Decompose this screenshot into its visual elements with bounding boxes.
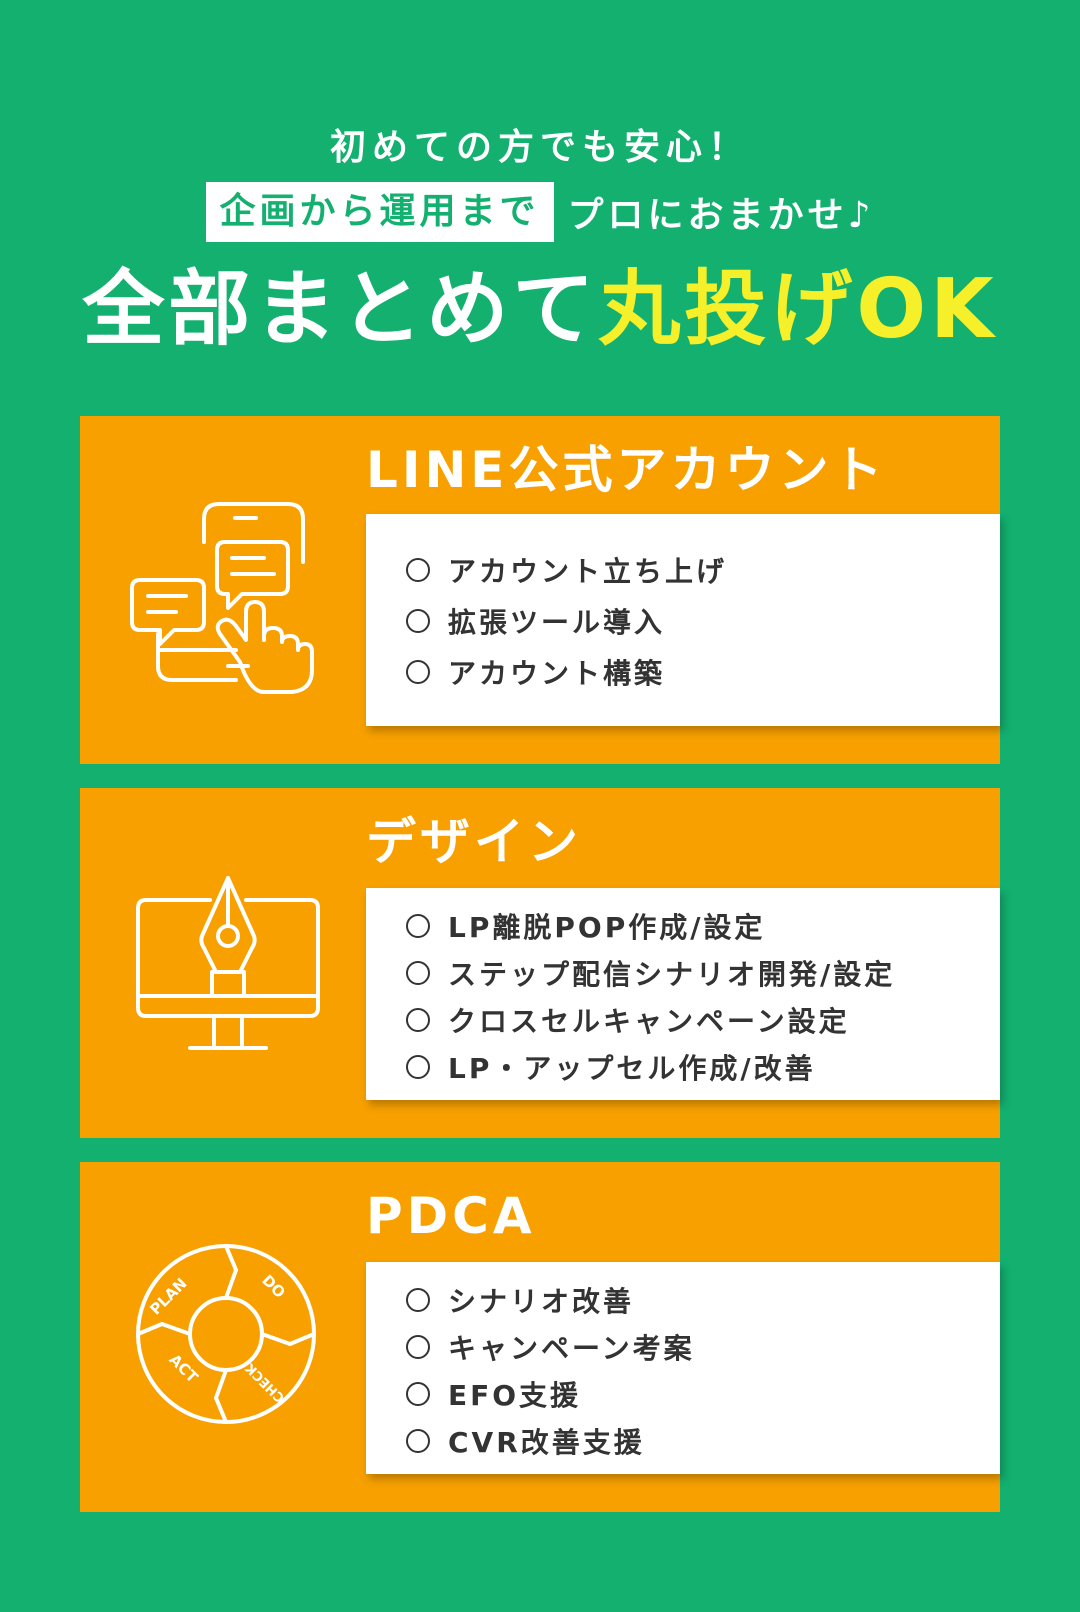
pdca-do-label: DO (258, 1271, 289, 1302)
circle-icon (406, 1287, 430, 1312)
circle-icon (406, 1428, 430, 1453)
intro-line-2: 企画から運用まで プロにおまかせ♪ (0, 182, 1080, 242)
circle-icon (406, 913, 430, 938)
list-item: LP・アップセル作成/改善 (406, 1043, 1000, 1090)
pdca-check-label: CHECK (242, 1359, 288, 1405)
monitor-pen-icon (136, 876, 320, 1050)
circle-icon (406, 659, 430, 684)
list-item: CVR改善支援 (406, 1417, 1000, 1464)
list-item: 拡張ツール導入 (406, 597, 1000, 644)
card-line-account: LINE公式アカウント アカウント立ち上げ 拡張ツール導入 アカウント構築 (80, 416, 1000, 764)
card-pdca: PDCA PLAN DO CHECK ACT シナリオ改善 キャンペーン考案 E… (80, 1162, 1000, 1512)
card-list: LP離脱POP作成/設定 ステップ配信シナリオ開発/設定 クロスセルキャンペーン… (366, 888, 1000, 1100)
list-item: キャンペーン考案 (406, 1323, 1000, 1370)
circle-icon (406, 608, 430, 633)
list-item: LP離脱POP作成/設定 (406, 902, 1000, 949)
list-item: ステップ配信シナリオ開発/設定 (406, 949, 1000, 996)
list-item: アカウント立ち上げ (406, 546, 1000, 593)
card-list: アカウント立ち上げ 拡張ツール導入 アカウント構築 (366, 514, 1000, 726)
intro-line-1: 初めての方でも安心！ (329, 127, 750, 168)
card-design: デザイン LP離脱POP作成/設定 ステップ配信シナリオ開発/設定 クロスセルキ… (80, 788, 1000, 1138)
headline: 全部まとめて丸投げOK (0, 260, 1080, 360)
circle-icon (406, 1054, 430, 1079)
pdca-plan-label: PLAN (146, 1274, 190, 1318)
smartphone-chat-tap-icon (130, 502, 314, 694)
card-title: デザイン (366, 813, 582, 871)
card-title: PDCA (366, 1187, 536, 1245)
list-item: シナリオ改善 (406, 1276, 1000, 1323)
circle-icon (406, 557, 430, 582)
list-item: クロスセルキャンペーン設定 (406, 996, 1000, 1043)
intro-highlight: 企画から運用まで (205, 182, 554, 242)
list-item: アカウント構築 (406, 648, 1000, 695)
headline-accent: 丸投げOK (598, 262, 998, 357)
list-item: EFO支援 (406, 1370, 1000, 1417)
intro-rest: プロにおまかせ♪ (567, 195, 875, 236)
headline-main: 全部まとめて (82, 262, 599, 357)
circle-icon (406, 1334, 430, 1359)
circle-icon (406, 960, 430, 985)
card-title: LINE公式アカウント (366, 441, 887, 499)
card-list: シナリオ改善 キャンペーン考案 EFO支援 CVR改善支援 (366, 1262, 1000, 1474)
pdca-cycle-icon: PLAN DO CHECK ACT (136, 1244, 316, 1424)
circle-icon (406, 1007, 430, 1032)
circle-icon (406, 1381, 430, 1406)
